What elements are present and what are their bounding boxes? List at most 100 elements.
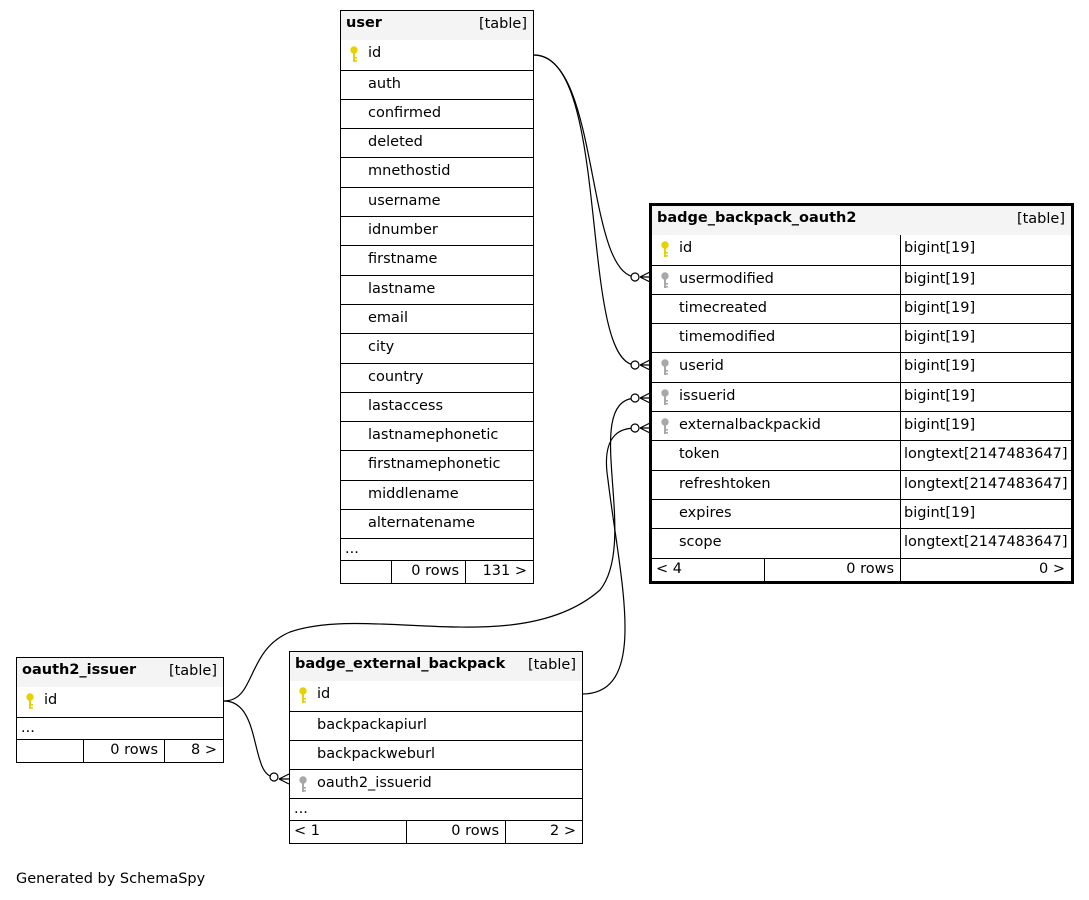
column-name: userid	[679, 358, 724, 375]
parents-count[interactable]: < 1	[294, 823, 320, 840]
column-type: bigint[19]	[904, 270, 976, 287]
column-name: alternatename	[368, 515, 476, 532]
column-name: mnethostid	[368, 163, 451, 180]
column-name: usermodified	[679, 270, 774, 287]
link-issuer-issuerid	[223, 397, 637, 702]
column-row[interactable]: mnethostid	[341, 157, 533, 186]
column-name: deleted	[368, 134, 423, 151]
column-name: id	[317, 686, 331, 703]
table-footer: 0 rows 8 >	[17, 738, 223, 762]
table-name: badge_external_backpack	[295, 656, 506, 672]
generated-by-credit: Generated by SchemaSpy	[16, 871, 206, 887]
column-row[interactable]: firstname	[341, 245, 533, 274]
column-name: token	[679, 446, 720, 463]
optional-marker	[630, 393, 640, 403]
column-row[interactable]: username	[341, 186, 533, 216]
crowfoot-marker	[639, 271, 651, 283]
column-type: bigint[19]	[904, 299, 976, 316]
column-row[interactable]: alternatename	[341, 509, 533, 538]
column-type: bigint[19]	[904, 329, 976, 346]
column-name: refreshtoken	[679, 475, 771, 492]
column-name: firstname	[368, 251, 438, 268]
column-row[interactable]: idnumber	[341, 216, 533, 245]
column-row[interactable]: firstnamephonetic	[341, 450, 533, 479]
row-count: 0 rows	[110, 741, 158, 758]
children-count[interactable]: 131 >	[482, 563, 527, 580]
row-count: 0 rows	[411, 563, 459, 580]
table-header: badge_backpack_oauth2 [table]	[652, 206, 1071, 236]
table-kind: [table]	[1016, 211, 1065, 227]
column-row[interactable]: id	[290, 681, 582, 710]
row-count: 0 rows	[451, 823, 499, 840]
children-count[interactable]: 0 >	[1039, 560, 1065, 577]
column-row[interactable]: id	[17, 687, 223, 716]
column-row[interactable]: token longtext[2147483647]	[652, 440, 1071, 470]
column-row[interactable]: refreshtoken longtext[2147483647]	[652, 469, 1071, 499]
column-row[interactable]: auth	[341, 69, 533, 99]
table-footer: < 1 0 rows 2 >	[290, 820, 582, 844]
column-name: scope	[679, 534, 722, 551]
column-row[interactable]: usermodified bigint[19]	[652, 264, 1071, 294]
column-name: city	[368, 339, 395, 356]
table-footer: < 4 0 rows 0 >	[652, 557, 1071, 581]
column-name: lastname	[368, 280, 436, 297]
column-row[interactable]: deleted	[341, 128, 533, 157]
column-name: expires	[679, 504, 732, 521]
table-kind: [table]	[478, 16, 527, 32]
column-row[interactable]: email	[341, 303, 533, 333]
column-row[interactable]: country	[341, 362, 533, 392]
column-name: middlename	[368, 485, 459, 502]
column-type: longtext[2147483647]	[904, 446, 1068, 463]
column-row[interactable]: id	[341, 40, 533, 69]
column-name: country	[368, 368, 424, 385]
column-row[interactable]: oauth2_issuerid	[290, 769, 582, 798]
column-row[interactable]: confirmed	[341, 98, 533, 128]
column-type: longtext[2147483647]	[904, 475, 1068, 492]
crowfoot-marker	[639, 359, 651, 371]
column-row[interactable]: timecreated bigint[19]	[652, 293, 1071, 324]
foreign-key-icon	[298, 776, 308, 793]
column-name: firstnamephonetic	[368, 456, 501, 473]
table-badge-external-backpack[interactable]: badge_external_backpack [table] id backpa…	[289, 651, 583, 845]
column-row[interactable]: lastname	[341, 274, 533, 304]
column-row[interactable]: lastaccess	[341, 391, 533, 421]
column-row[interactable]: middlename	[341, 479, 533, 509]
children-count[interactable]: 8 >	[191, 741, 217, 758]
column-row[interactable]: backpackapiurl	[290, 710, 582, 740]
table-header: user [table]	[341, 11, 533, 41]
column-name: backpackweburl	[317, 745, 436, 762]
column-row[interactable]: scope longtext[2147483647]	[652, 528, 1071, 558]
column-type: bigint[19]	[904, 240, 976, 257]
primary-key-icon	[660, 241, 670, 258]
table-oauth2-issuer[interactable]: oauth2_issuer [table] id ... 0 rows 8 >	[16, 657, 224, 763]
column-name: idnumber	[368, 222, 438, 239]
children-count[interactable]: 2 >	[550, 823, 576, 840]
parents-count[interactable]: < 4	[656, 560, 682, 577]
table-footer: 0 rows 131 >	[341, 560, 533, 584]
primary-key-icon	[298, 687, 308, 704]
table-name: badge_backpack_oauth2	[657, 210, 857, 226]
column-name: timecreated	[679, 299, 767, 316]
optional-marker	[269, 772, 279, 782]
crowfoot-marker	[639, 422, 651, 434]
primary-key-icon	[349, 46, 359, 63]
more-columns: ...	[17, 716, 223, 739]
optional-marker	[630, 360, 640, 370]
column-row[interactable]: city	[341, 333, 533, 362]
column-row[interactable]: lastnamephonetic	[341, 421, 533, 450]
column-type: bigint[19]	[904, 417, 976, 434]
column-type: longtext[2147483647]	[904, 534, 1068, 551]
foreign-key-icon	[660, 389, 670, 406]
column-row[interactable]: backpackweburl	[290, 739, 582, 769]
table-kind: [table]	[527, 657, 576, 673]
link-backpack-externalbackpackid	[581, 427, 637, 695]
